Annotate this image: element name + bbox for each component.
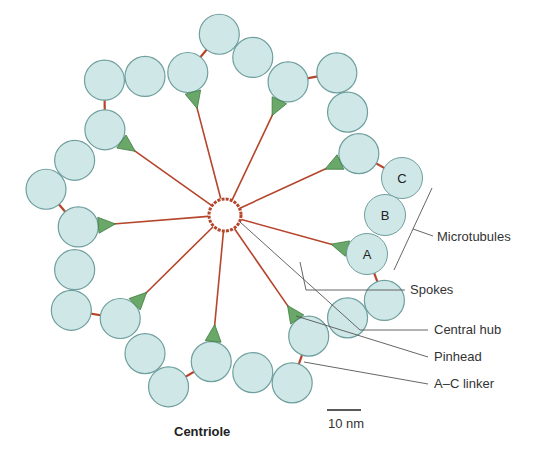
pinhead — [205, 325, 221, 343]
spoke-line — [241, 220, 333, 245]
pinhead — [185, 90, 200, 108]
microtubule — [272, 363, 312, 403]
tubule-letter: A — [363, 247, 372, 262]
leader-line — [240, 222, 428, 330]
microtubule — [125, 56, 165, 96]
caption: Centriole — [174, 424, 230, 439]
part-label: Microtubules — [437, 229, 511, 244]
pinhead — [272, 97, 287, 116]
leader-line — [413, 229, 433, 236]
part-label: A–C linker — [434, 376, 494, 391]
central-hub — [209, 199, 241, 231]
spoke-line — [240, 168, 326, 208]
spoke-line — [215, 232, 224, 327]
pinhead — [129, 292, 147, 310]
scale-label: 10 nm — [328, 416, 364, 431]
microtubule — [328, 92, 368, 132]
microtubule — [289, 316, 329, 356]
pinhead — [98, 217, 116, 233]
microtubule — [51, 290, 91, 330]
microtubule — [58, 207, 98, 247]
microtubule — [233, 353, 273, 393]
microtubule — [26, 169, 66, 209]
microtubule-circle: B — [364, 194, 406, 236]
scale-bar — [327, 409, 361, 411]
part-label: Central hub — [434, 322, 501, 337]
microtubule — [268, 62, 308, 102]
microtubule — [55, 140, 95, 180]
spoke-line — [235, 229, 289, 307]
pinhead — [117, 135, 135, 151]
centriole-structure — [26, 14, 404, 407]
microtubule — [84, 60, 124, 100]
microtubule-circle: A — [346, 233, 388, 275]
part-label: Spokes — [410, 282, 453, 297]
microtubule — [339, 134, 379, 174]
microtubule — [125, 334, 165, 374]
leader-lines — [240, 188, 433, 384]
pinhead — [325, 155, 344, 170]
microtubule — [317, 53, 357, 93]
microtubule — [55, 250, 95, 290]
microtubule — [233, 37, 273, 77]
pinhead — [288, 305, 304, 324]
spoke-line — [145, 227, 213, 294]
spoke-line — [197, 107, 221, 199]
spoke-line — [232, 114, 273, 200]
microtubule — [149, 367, 189, 407]
leader-line — [296, 316, 428, 357]
microtubule-circle: C — [381, 157, 423, 199]
microtubule — [191, 342, 231, 382]
tubule-letter: C — [397, 171, 406, 186]
leader-line — [304, 362, 428, 384]
tubule-letter: B — [381, 208, 390, 223]
spoke-line — [113, 216, 208, 224]
microtubule — [364, 280, 404, 320]
microtubule — [168, 53, 208, 93]
microtubule — [100, 298, 140, 338]
spoke-line — [134, 150, 211, 205]
microtubule — [85, 110, 125, 150]
microtubule — [199, 14, 239, 54]
part-label: Pinhead — [434, 349, 482, 364]
